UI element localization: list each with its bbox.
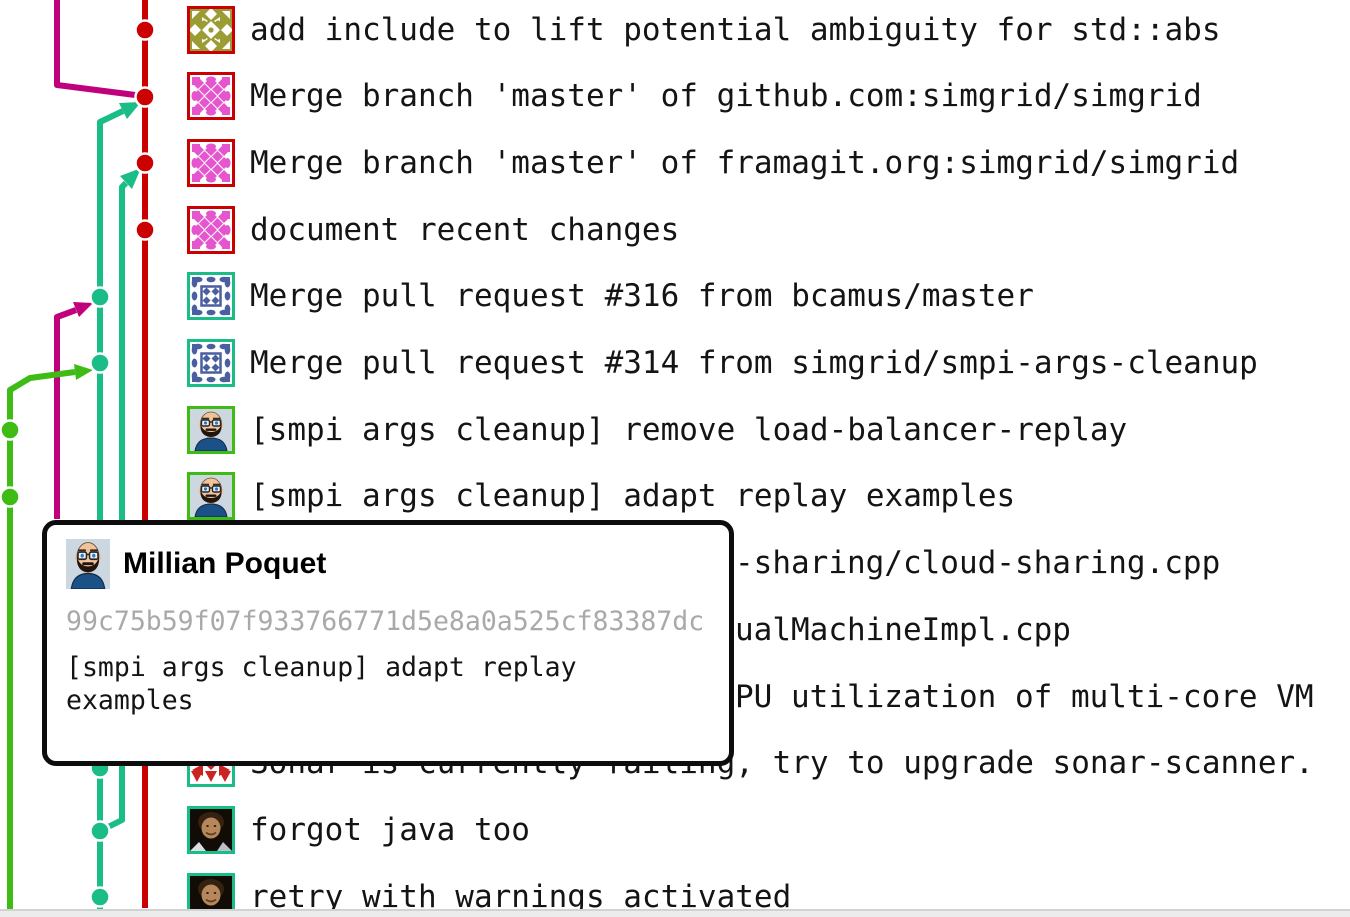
merge-arrow-teal-2 xyxy=(120,168,141,189)
commit-dot[interactable] xyxy=(134,219,156,241)
commit-row[interactable]: [smpi args cleanup] adapt replay example… xyxy=(0,463,1350,530)
commit-row[interactable]: Merge branch 'master' of framagit.org:si… xyxy=(0,130,1350,197)
branch-line-magenta xyxy=(54,307,78,519)
tooltip-header: Millian Poquet xyxy=(66,539,710,589)
commit-message: Merge branch 'master' of github.com:simg… xyxy=(250,78,1202,114)
commit-dot[interactable] xyxy=(89,886,111,908)
commit-row[interactable]: Merge pull request #316 from bcamus/mast… xyxy=(0,263,1350,330)
commit-row[interactable]: Merge branch 'master' of github.com:simg… xyxy=(0,63,1350,130)
commit-row[interactable]: add include to lift potential ambiguity … xyxy=(0,0,1350,64)
commit-dot[interactable] xyxy=(134,152,156,174)
pixel-art-face xyxy=(187,472,235,520)
commit-row[interactable]: [smpi args cleanup] remove load-balancer… xyxy=(0,397,1350,464)
author-avatar xyxy=(66,539,110,589)
commit-message: [smpi args cleanup] remove load-balancer… xyxy=(250,412,1128,448)
commit-row[interactable]: document recent changes xyxy=(0,197,1350,264)
commit-message: ualMachineImpl.cpp xyxy=(735,612,1071,648)
commit-dot[interactable] xyxy=(89,820,111,842)
commit-message: [smpi args cleanup] adapt replay example… xyxy=(250,478,1016,514)
commit-hash: 99c75b59f07f933766771d5e8a0a525cf83387dc xyxy=(66,606,705,637)
commit-dot[interactable] xyxy=(89,352,111,374)
commit-dot[interactable] xyxy=(89,286,111,308)
branch-line-magenta-top xyxy=(54,0,144,99)
merge-arrow-green xyxy=(74,364,93,380)
tooltip-commit-message: [smpi args cleanup] adapt replay example… xyxy=(66,652,577,716)
commit-message: document recent changes xyxy=(250,212,680,248)
branch-line-green xyxy=(7,369,76,917)
branch-line-teal-b xyxy=(98,180,129,834)
commit-message: PU utilization of multi-core VM xyxy=(735,679,1314,715)
commit-row[interactable]: Merge pull request #314 from simgrid/smp… xyxy=(0,330,1350,397)
commit-row[interactable]: ualMachineImpl.cpp xyxy=(0,597,1350,664)
commit-message: forgot java too xyxy=(250,812,530,848)
commit-tooltip: Millian Poquet 99c75b59f07f933766771d5e8… xyxy=(42,520,734,766)
commit-row[interactable]: PU utilization of multi-core VM xyxy=(0,664,1350,731)
commit-dot[interactable] xyxy=(0,419,21,441)
commit-dot[interactable] xyxy=(134,19,156,41)
commit-row[interactable]: forgot java too xyxy=(0,797,1350,864)
bottom-window-strip xyxy=(0,909,1350,917)
commit-message: Merge pull request #314 from simgrid/smp… xyxy=(250,345,1258,381)
commit-message: Merge pull request #316 from bcamus/mast… xyxy=(250,278,1034,314)
pink-identicon xyxy=(187,72,235,120)
commit-row[interactable]: -sharing/cloud-sharing.cpp xyxy=(0,530,1350,597)
commit-message: add include to lift potential ambiguity … xyxy=(250,12,1221,48)
pink-identicon xyxy=(187,139,235,187)
pixel-art-face xyxy=(187,406,235,454)
commit-message: -sharing/cloud-sharing.cpp xyxy=(735,545,1221,581)
olive-identicon xyxy=(187,6,235,54)
merge-arrow-teal-1 xyxy=(119,102,141,119)
blue-identicon xyxy=(187,339,235,387)
commit-dot[interactable] xyxy=(0,486,21,508)
commit-message: Merge branch 'master' of framagit.org:si… xyxy=(250,145,1240,181)
author-name: Millian Poquet xyxy=(123,547,327,580)
pink-identicon xyxy=(187,206,235,254)
merge-arrow-magenta xyxy=(73,302,93,317)
commit-dot[interactable] xyxy=(134,86,156,108)
photo-face xyxy=(187,806,235,854)
blue-identicon xyxy=(187,272,235,320)
